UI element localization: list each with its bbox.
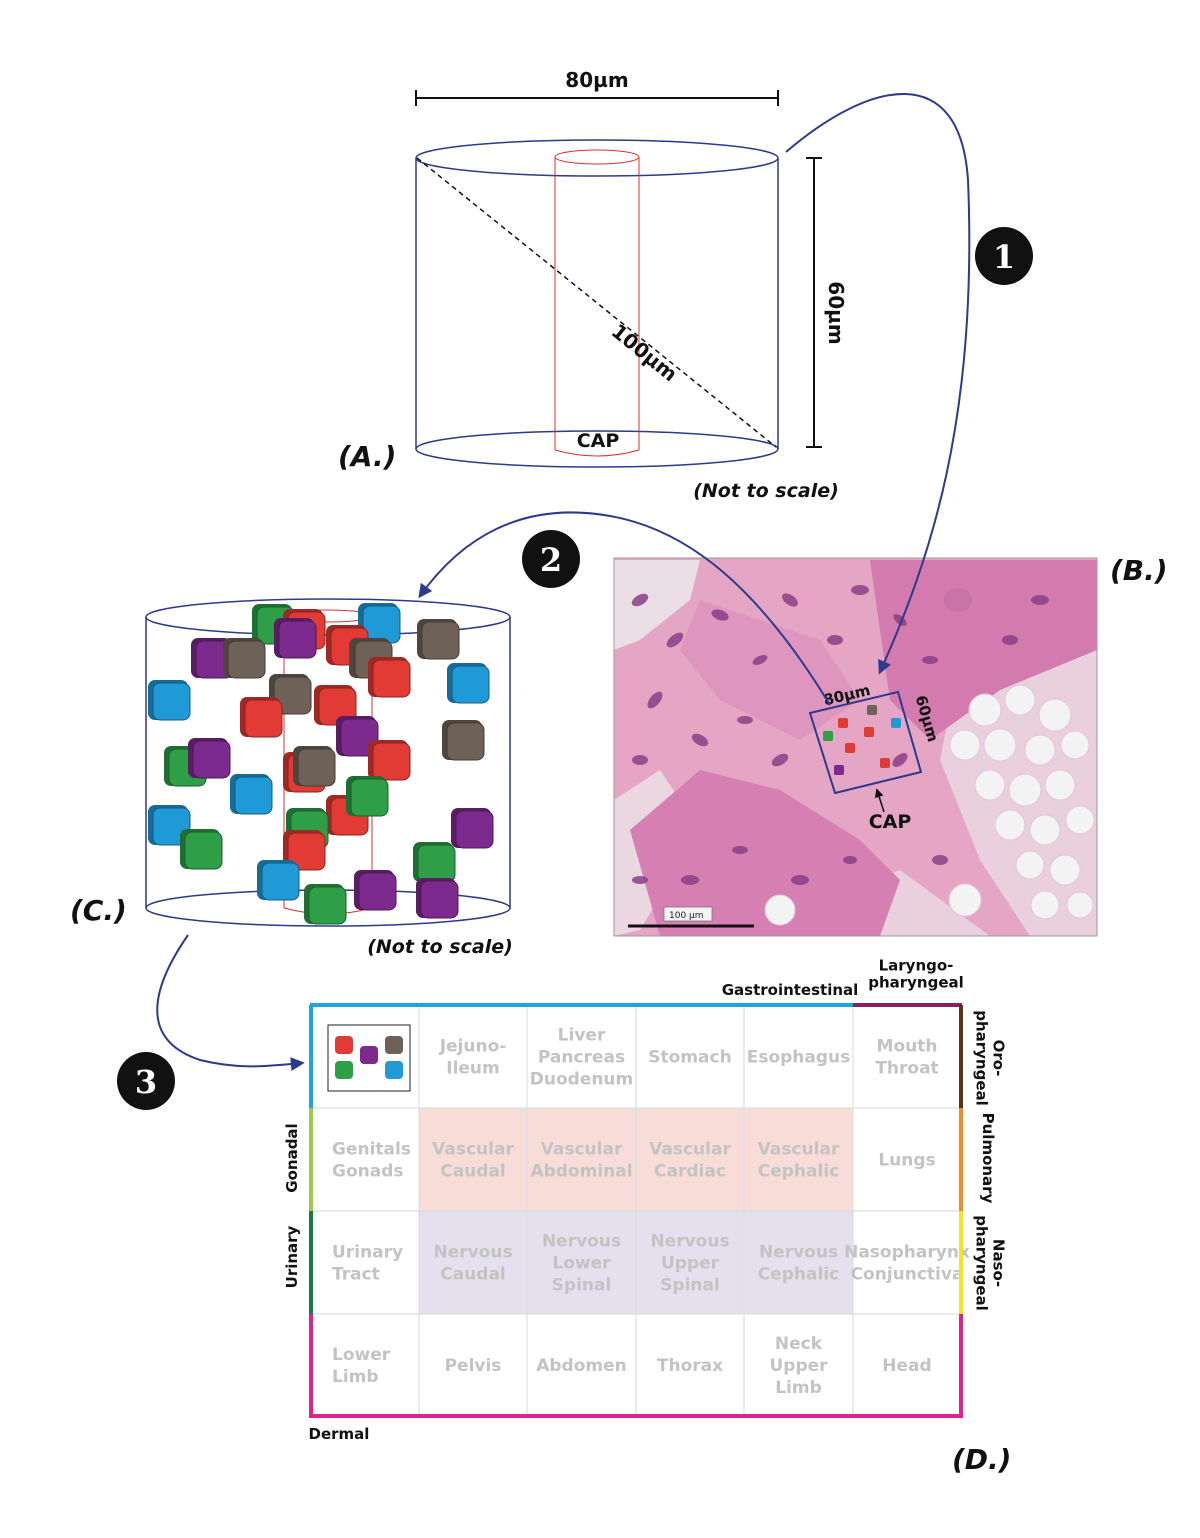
vascular-cell-fill: [527, 1108, 636, 1211]
nervous-cell-fill: [636, 1211, 744, 1314]
cylinder-bottom: [415, 430, 779, 468]
cell-cube-red: [240, 697, 283, 738]
panel-d-label: (D.): [952, 1443, 1011, 1476]
panel-a-label: (A.): [338, 440, 396, 473]
organ-cell-label: Stomach: [648, 1048, 731, 1068]
organ-cell-label: Abdomen: [536, 1356, 627, 1376]
scale-bar-label: 100 µm: [669, 911, 704, 921]
cell-cube-green: [304, 884, 347, 925]
vascular-cell-fill: [636, 1108, 744, 1211]
vascular-cell-fill: [744, 1108, 853, 1211]
cell-cube-brown: [417, 619, 460, 660]
label-oropharyngeal: Oro-pharyngeal: [973, 1010, 1008, 1106]
cell-cube-purple: [451, 808, 494, 849]
cell-type-legend: [327, 1024, 411, 1092]
nervous-cell-fill: [744, 1211, 853, 1314]
grid-lines: [311, 1005, 961, 1416]
not-to-scale-a: (Not to scale): [693, 480, 839, 502]
sample-box: [808, 690, 923, 795]
cell-cube-brown: [223, 638, 266, 679]
cell-cube-blue: [230, 774, 273, 815]
diagonal-label: 100µm: [607, 319, 682, 386]
arrow-3: [156, 934, 305, 1072]
nervous-cell-fill: [419, 1211, 527, 1314]
cell-cube-red: [283, 830, 326, 871]
cell-cube-red: [314, 685, 357, 726]
cell-cube-green: [413, 842, 456, 883]
cell-cube-blue: [148, 680, 191, 721]
panel-b-label: (B.): [1110, 554, 1168, 587]
label-nasopharyngeal: Naso-pharyngeal: [973, 1215, 1008, 1311]
label-gastrointestinal: Gastrointestinal: [722, 981, 859, 999]
cell-cube-blue: [257, 860, 300, 901]
cell-cube-brown: [293, 746, 336, 787]
svg-text:1: 1: [993, 238, 1015, 276]
label-urinary: Urinary: [283, 1225, 301, 1288]
label-gonadal: Gonadal: [283, 1123, 301, 1192]
cell-cube-purple: [274, 618, 317, 659]
step-1-badge: 1: [975, 227, 1033, 285]
cell-cube-green: [346, 776, 389, 817]
panel-b-histology-image: 100 µm 80µm 60µm CAP (B.): [613, 554, 1168, 937]
organ-cell-label: Lungs: [878, 1151, 935, 1171]
cap-label-b: CAP: [869, 811, 912, 833]
panel-c-cell-cylinder: (C.) (Not to scale): [70, 598, 513, 958]
panel-a-cylinder-diagram: 80µm CAP 100µm 60µm (A.) (Not to scale): [338, 68, 848, 502]
nervous-cell-fill: [527, 1211, 636, 1314]
vascular-cell-fill: [419, 1108, 527, 1211]
svg-text:2: 2: [540, 541, 562, 579]
panel-c-label: (C.): [70, 894, 127, 927]
cell-cubes: [148, 603, 494, 925]
cap-label-a: CAP: [577, 430, 620, 452]
organ-cell-label: Jejuno-Ileum: [439, 1037, 507, 1079]
organ-cell-label: Esophagus: [747, 1048, 851, 1068]
grid-fills: [419, 1108, 853, 1314]
organ-cell-label: Head: [882, 1356, 931, 1376]
label-laryngopharyngeal: Laryngo-pharyngeal: [868, 957, 964, 992]
cell-cube-brown: [442, 720, 485, 761]
cell-cube-red: [368, 657, 411, 698]
cell-cube-purple: [354, 870, 397, 911]
cell-cube-green: [180, 829, 223, 870]
arrow-1: [785, 93, 971, 675]
diagonal-dashed-line: [416, 157, 777, 448]
step-2-badge: 2: [522, 530, 580, 588]
border-dermal: [309, 1314, 963, 1418]
organ-cell-label: Thorax: [657, 1356, 723, 1376]
organ-cell-label: Pelvis: [445, 1356, 502, 1376]
label-pulmonary: Pulmonary: [979, 1113, 997, 1204]
svg-text:3: 3: [135, 1063, 157, 1101]
sample-box-cells: [823, 705, 901, 775]
flow-arrows: [156, 93, 971, 1072]
height-label: 60µm: [824, 281, 848, 344]
arrow-2: [418, 511, 831, 706]
cell-cube-purple: [416, 878, 459, 919]
cell-cube-red: [368, 740, 411, 781]
width-label: 80µm: [565, 68, 628, 92]
cell-cube-purple: [188, 738, 231, 779]
cylinder-top: [415, 139, 779, 177]
not-to-scale-c: (Not to scale): [367, 936, 513, 958]
cell-cube-blue: [447, 663, 490, 704]
label-dermal: Dermal: [309, 1425, 370, 1443]
step-3-badge: 3: [117, 1052, 175, 1110]
